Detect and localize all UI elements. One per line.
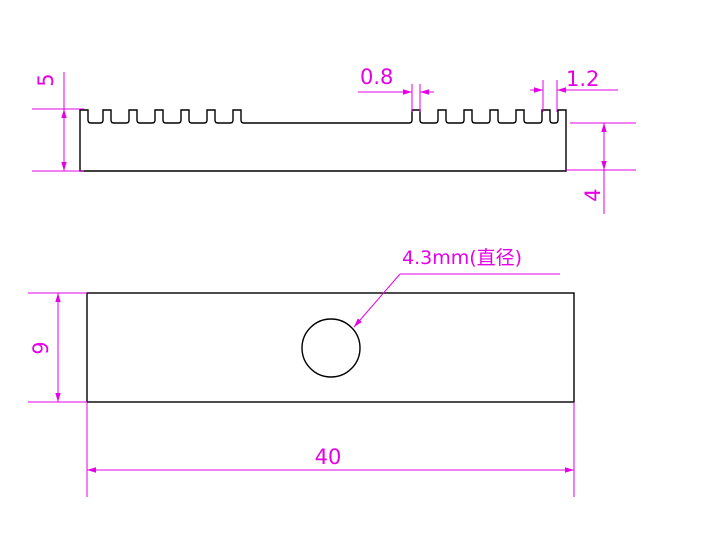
dim-label-tooth-pitch: 1.2 — [566, 67, 599, 91]
dimension-total-height — [32, 72, 84, 172]
dimension-width — [28, 292, 87, 403]
dimension-length — [86, 402, 575, 497]
belt-clamp-top-outline — [86, 292, 575, 403]
dimension-tooth-pitch — [530, 80, 618, 112]
mounting-hole — [301, 318, 361, 378]
dimension-tooth-gap — [358, 84, 434, 112]
dim-label-total-height: 5 — [34, 73, 58, 86]
dimension-base-height — [566, 122, 636, 214]
top-view: 4.3mm(直径) 9 40 — [28, 247, 575, 497]
dim-label-tooth-gap: 0.8 — [360, 65, 393, 89]
belt-clamp-side-profile — [79, 109, 567, 172]
hole-leader — [353, 273, 560, 328]
dim-label-width: 9 — [29, 341, 53, 354]
hole-diameter-note: 4.3mm(直径) — [402, 247, 522, 269]
side-view: 5 0.8 1.2 4 — [32, 65, 636, 214]
dim-label-length: 40 — [315, 445, 342, 469]
dim-label-base-height: 4 — [581, 188, 605, 201]
